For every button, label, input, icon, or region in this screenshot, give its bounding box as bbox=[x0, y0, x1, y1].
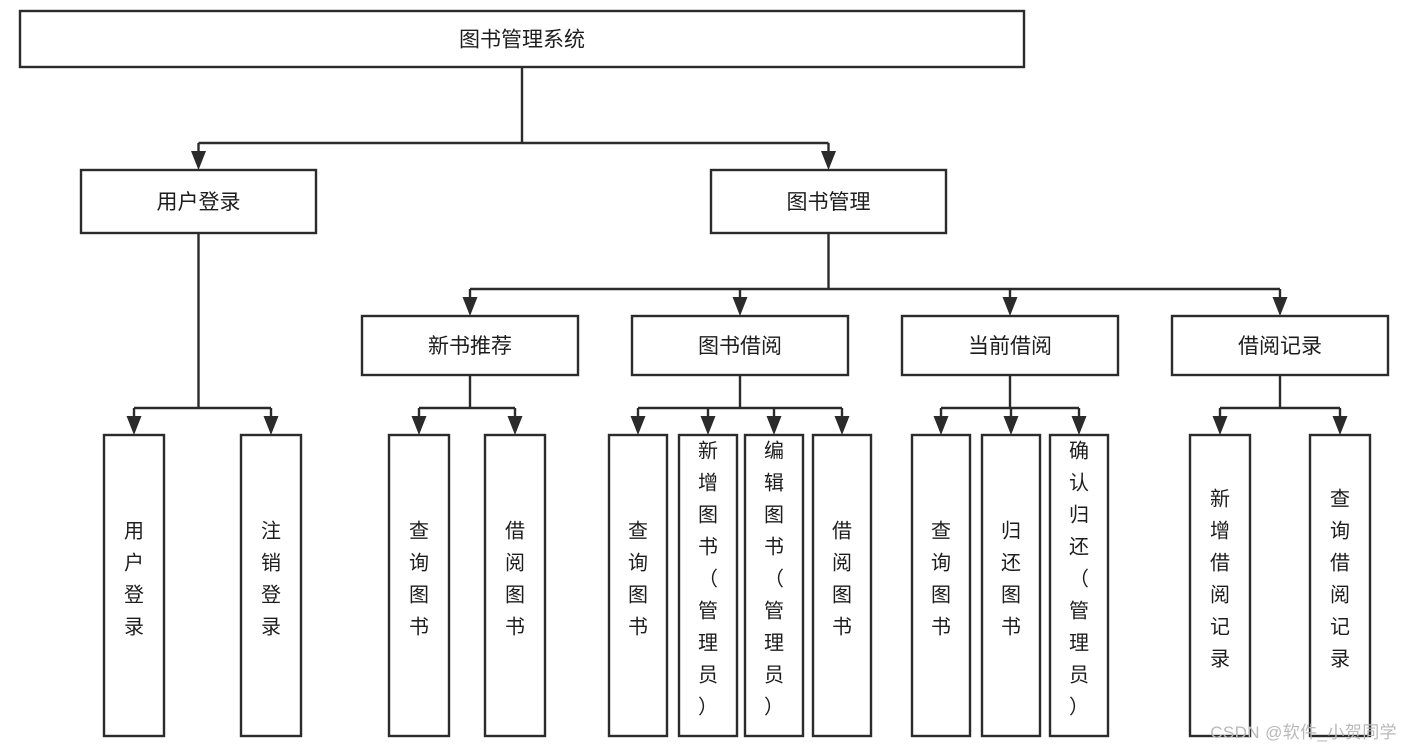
node-leaf-add-book[interactable]: 新增图书（管理员） bbox=[677, 433, 739, 738]
node-label: 查询图书 bbox=[931, 520, 951, 639]
node-label: 确认归还（管理员） bbox=[1069, 440, 1089, 719]
node-label: 用户登录 bbox=[157, 191, 241, 214]
node-label: 借阅图书 bbox=[505, 520, 525, 639]
node-leaf-user-login[interactable]: 用户登录 bbox=[102, 433, 166, 738]
node-label: 新书推荐 bbox=[428, 335, 512, 358]
node-leaf-borrow-book-1[interactable]: 借阅图书 bbox=[483, 433, 547, 738]
node-label: 当前借阅 bbox=[968, 335, 1052, 358]
node-book-management[interactable]: 图书管理 bbox=[709, 168, 948, 235]
node-label: 注销登录 bbox=[261, 520, 281, 639]
node-leaf-query-book-1[interactable]: 查询图书 bbox=[387, 433, 451, 738]
node-user-login[interactable]: 用户登录 bbox=[79, 168, 318, 235]
node-leaf-user-logout[interactable]: 注销登录 bbox=[239, 433, 303, 738]
node-leaf-query-book-3[interactable]: 查询图书 bbox=[910, 433, 972, 738]
node-label: 图书管理系统 bbox=[459, 29, 585, 52]
node-new-book-recommend[interactable]: 新书推荐 bbox=[360, 314, 580, 377]
node-label: 用户登录 bbox=[124, 521, 144, 639]
node-label: 图书借阅 bbox=[698, 335, 782, 358]
node-label: 新增借阅记录 bbox=[1210, 488, 1230, 671]
node-label: 查询图书 bbox=[409, 520, 429, 639]
node-label: 查询图书 bbox=[628, 520, 648, 639]
node-leaf-borrow-book-2[interactable]: 借阅图书 bbox=[811, 433, 873, 738]
node-leaf-edit-book[interactable]: 编辑图书（管理员） bbox=[743, 433, 805, 738]
node-label: 图书管理 bbox=[787, 191, 871, 214]
node-leaf-confirm-return[interactable]: 确认归还（管理员） bbox=[1048, 433, 1110, 738]
node-leaf-query-book-2[interactable]: 查询图书 bbox=[607, 433, 669, 738]
node-label: 查询借阅记录 bbox=[1330, 488, 1350, 671]
node-leaf-return-book[interactable]: 归还图书 bbox=[980, 433, 1042, 738]
node-label: 归还图书 bbox=[1001, 520, 1021, 639]
node-label: 借阅记录 bbox=[1238, 335, 1322, 358]
node-label: 新增图书（管理员） bbox=[698, 440, 718, 719]
node-current-borrow[interactable]: 当前借阅 bbox=[900, 314, 1120, 377]
node-label: 编辑图书（管理员） bbox=[764, 440, 784, 719]
node-leaf-query-borrow-record[interactable]: 查询借阅记录 bbox=[1308, 433, 1372, 738]
node-root-system[interactable]: 图书管理系统 bbox=[18, 9, 1026, 69]
node-leaf-add-borrow-record[interactable]: 新增借阅记录 bbox=[1188, 433, 1252, 738]
node-book-borrow[interactable]: 图书借阅 bbox=[630, 314, 850, 377]
node-borrow-record[interactable]: 借阅记录 bbox=[1170, 314, 1390, 377]
node-label: 借阅图书 bbox=[832, 520, 852, 639]
